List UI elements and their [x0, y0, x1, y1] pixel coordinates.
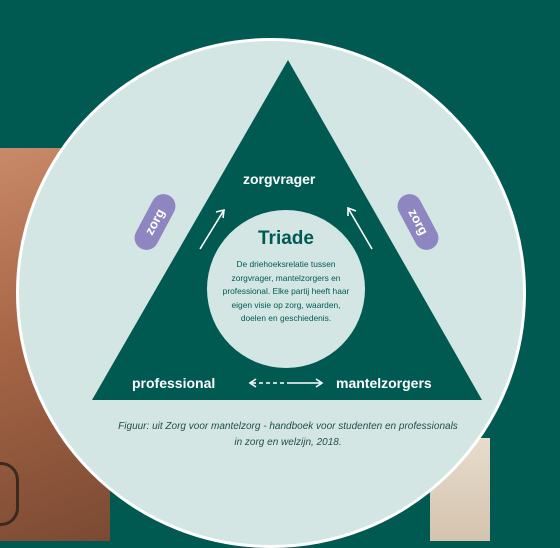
arrow-up-right-icon	[347, 206, 373, 250]
double-arrow-icon	[248, 378, 324, 388]
figure-caption: Figuur: uit Zorg voor mantelzorg - handb…	[118, 421, 458, 448]
node-zorgvrager: zorgvrager	[243, 171, 316, 187]
node-professional: professional	[132, 375, 216, 391]
node-mantelzorgers: mantelzorgers	[336, 375, 432, 391]
center-description: De driehoeksrelatie tussen zorgvrager, m…	[222, 259, 350, 323]
center-circle: Triade De driehoeksrelatie tussen zorgvr…	[207, 210, 365, 368]
arrow-up-left-icon	[199, 208, 225, 250]
center-title: Triade	[258, 228, 314, 249]
